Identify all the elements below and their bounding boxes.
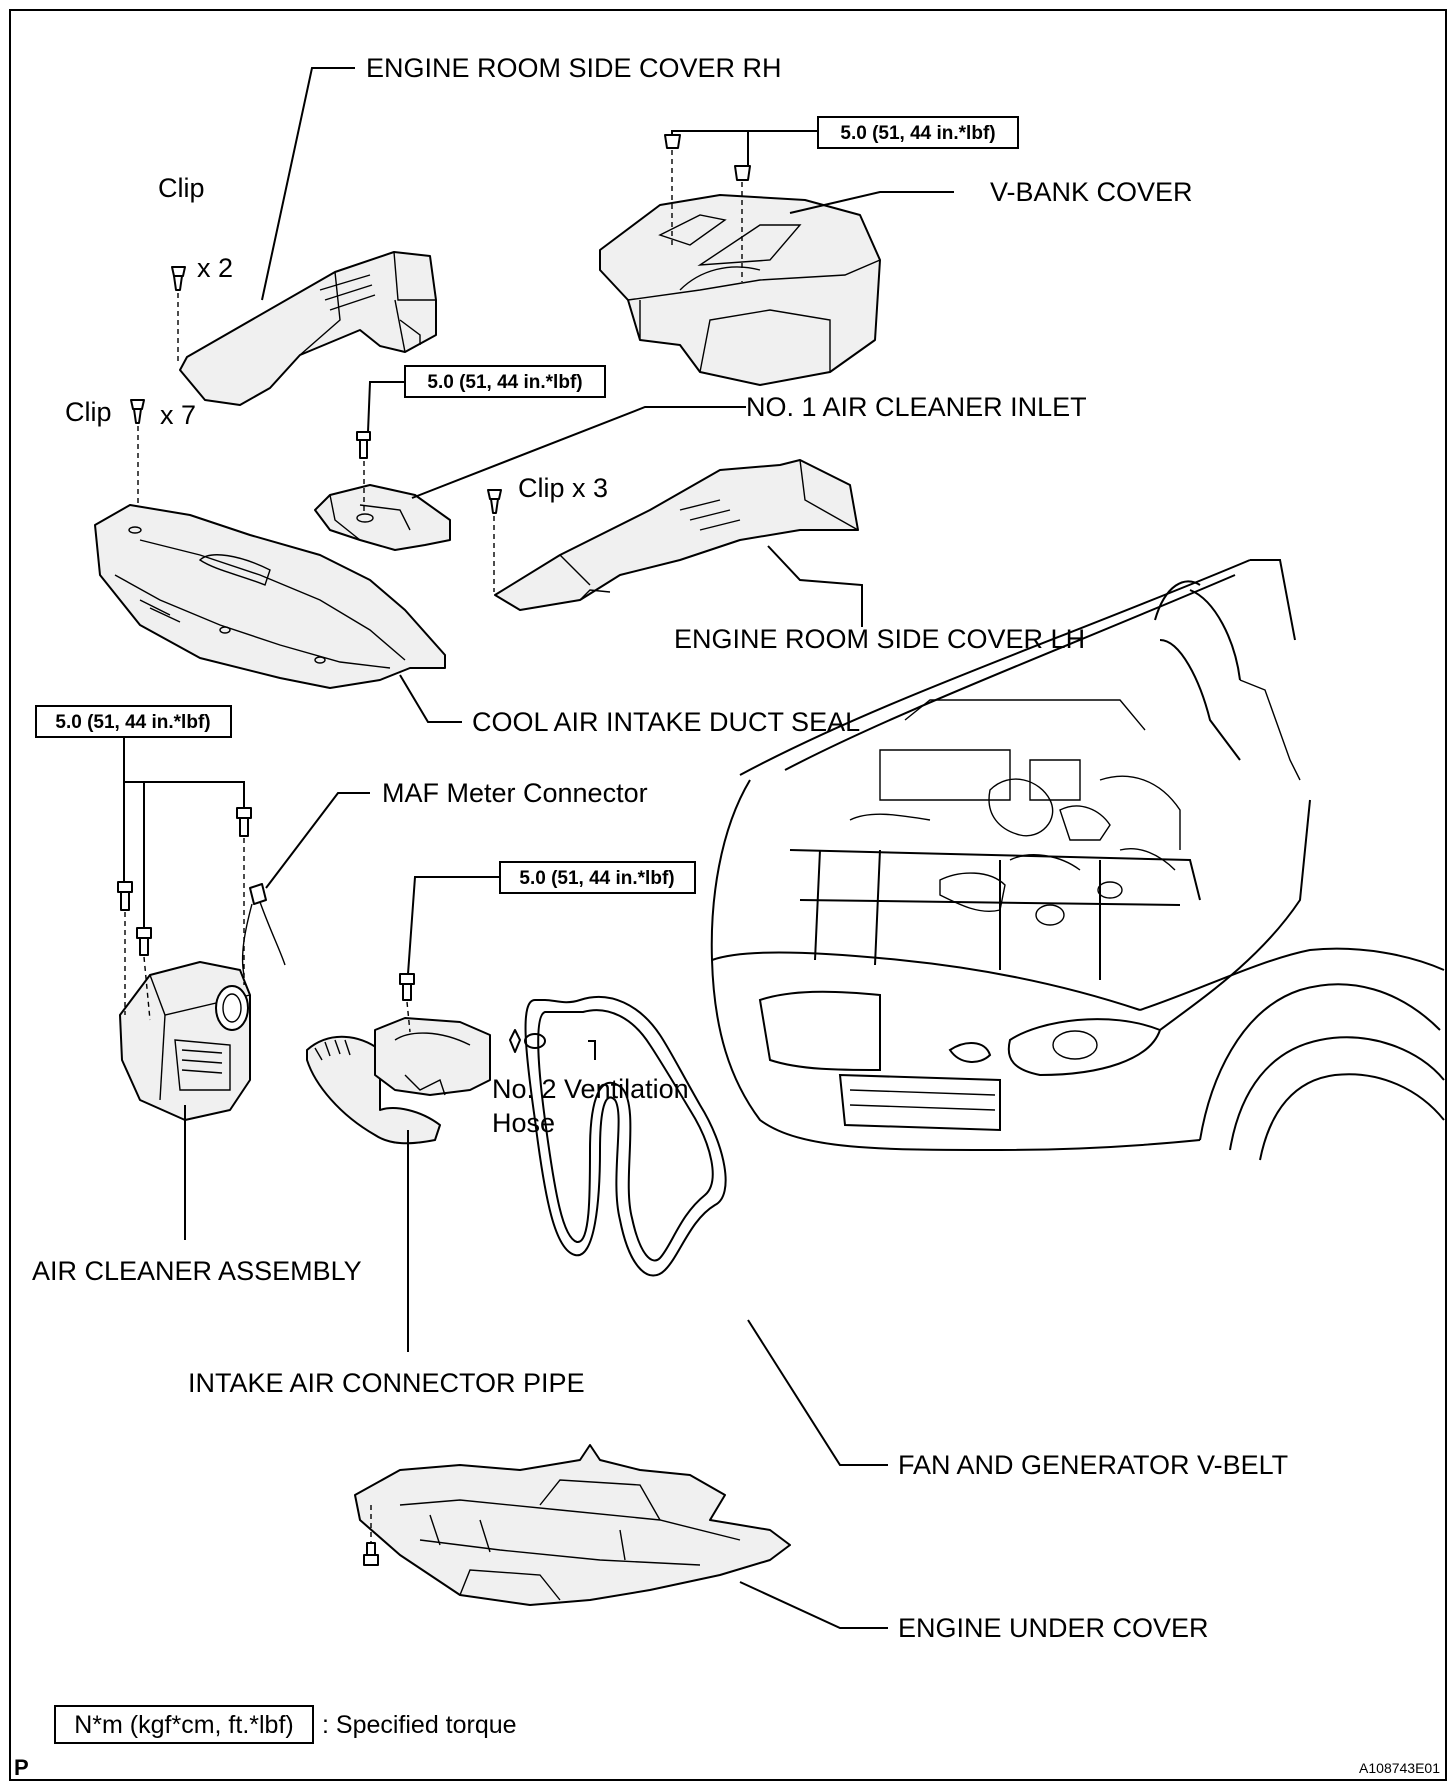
label-clip-rh-count: x 2: [197, 253, 233, 283]
engine-room-side-cover-rh-part: [179, 251, 437, 406]
label-cool-air-intake-duct-seal: COOL AIR INTAKE DUCT SEAL: [472, 707, 860, 737]
label-clip-seal-count: x 7: [160, 400, 196, 430]
bolt-air-inlet-icon: [356, 431, 371, 459]
bolt-air-cleaner-2-icon: [136, 927, 152, 956]
bolt-connector-pipe-icon: [399, 973, 415, 1001]
intake-air-connector-pipe-part: [306, 1017, 546, 1145]
label-no2-ventilation-hose-line2: Hose: [492, 1108, 555, 1138]
vehicle-front-view: [710, 559, 1445, 1161]
v-bank-cover-part: [599, 194, 881, 386]
torque-v-bank: 5.0 (51, 44 in.*lbf): [840, 123, 995, 144]
legend-text: : Specified torque: [322, 1711, 517, 1739]
label-engine-room-side-cover-lh: ENGINE ROOM SIDE COVER LH: [674, 624, 1085, 654]
label-engine-room-side-cover-rh: ENGINE ROOM SIDE COVER RH: [366, 53, 782, 83]
label-no1-air-cleaner-inlet: NO. 1 AIR CLEANER INLET: [746, 392, 1087, 422]
label-maf-meter-connector: MAF Meter Connector: [382, 778, 648, 808]
torque-callout-air-cleaner: 5.0 (51, 44 in.*lbf): [35, 705, 232, 738]
cool-air-intake-duct-seal-part: [94, 504, 446, 689]
no1-air-cleaner-inlet-part: [314, 484, 451, 551]
label-clip-lh: Clip x 3: [518, 473, 608, 503]
torque-connector-pipe: 5.0 (51, 44 in.*lbf): [519, 868, 674, 889]
fan-and-generator-v-belt-part: [524, 995, 727, 1277]
bolt-air-cleaner-1-icon: [117, 881, 133, 911]
engine-room-side-cover-lh-part: [494, 459, 859, 611]
label-fan-and-generator-v-belt: FAN AND GENERATOR V-BELT: [898, 1450, 1288, 1480]
label-v-bank-cover: V-BANK COVER: [990, 177, 1193, 207]
diagram-frame: [9, 9, 1447, 1781]
label-no2-ventilation-hose-line1: No. 2 Ventilation: [492, 1074, 689, 1104]
torque-callout-connector-pipe: 5.0 (51, 44 in.*lbf): [499, 861, 696, 894]
clip-seal-icon: [130, 399, 145, 424]
torque-air-cleaner: 5.0 (51, 44 in.*lbf): [55, 712, 210, 733]
torque-callout-v-bank: 5.0 (51, 44 in.*lbf): [817, 116, 1019, 149]
nut-v-bank-left-icon: [664, 134, 681, 149]
maf-meter-connector-icon: [241, 883, 286, 976]
torque-callout-air-inlet: 5.0 (51, 44 in.*lbf): [404, 365, 606, 398]
label-clip-seal: Clip: [65, 397, 112, 427]
bolt-under-cover-icon: [363, 1542, 379, 1566]
legend-unit-box: N*m (kgf*cm, ft.*lbf): [74, 1711, 293, 1739]
label-air-cleaner-assembly: AIR CLEANER ASSEMBLY: [32, 1256, 362, 1286]
fasteners: [117, 134, 751, 1566]
engine-under-cover-part: [354, 1444, 791, 1606]
torque-legend: N*m (kgf*cm, ft.*lbf) : Specified torque: [54, 1705, 517, 1744]
torque-air-inlet: 5.0 (51, 44 in.*lbf): [427, 372, 582, 393]
figure-id: A108743E01: [1359, 1760, 1440, 1776]
corner-mark-left: P: [14, 1755, 29, 1780]
label-engine-under-cover: ENGINE UNDER COVER: [898, 1613, 1209, 1643]
leader-lines: [123, 67, 954, 1629]
clip-lh-icon: [487, 489, 502, 514]
label-intake-air-connector-pipe: INTAKE AIR CONNECTOR PIPE: [188, 1368, 585, 1398]
nut-v-bank-right-icon: [734, 165, 751, 181]
label-clip-rh: Clip: [158, 173, 205, 203]
clip-rh-icon: [171, 266, 186, 291]
air-cleaner-assembly-part: [119, 961, 251, 1121]
bolt-air-cleaner-3-icon: [236, 807, 252, 837]
